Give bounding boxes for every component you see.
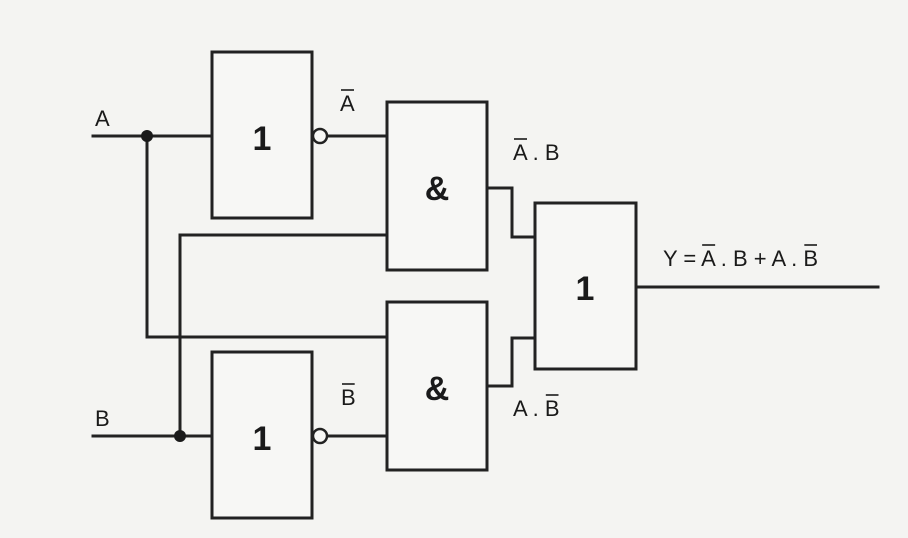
input-label-a: A [95, 106, 110, 131]
signal-a-bar-text: A [340, 91, 355, 116]
inverter-bubble-b [311, 427, 329, 445]
junction-a [141, 130, 153, 142]
wire-and-top-out [485, 186, 537, 239]
gate-not-b-symbol: 1 [253, 420, 272, 458]
wire-and-bottom-out [485, 336, 537, 388]
wires [91, 134, 880, 438]
gate-and-top: & [385, 100, 489, 272]
gate-and-bottom: & [385, 300, 489, 472]
gate-not-a: 1 [210, 50, 314, 220]
gate-or-symbol: 1 [576, 270, 595, 308]
gate-not-b: 1 [210, 350, 314, 520]
output-equation-text: Y = A . B + A . B [663, 246, 818, 271]
junction-b [174, 430, 186, 442]
gate-not-a-symbol: 1 [253, 120, 272, 158]
signal-and-bottom-out: A . B [513, 394, 560, 421]
signal-and-top-out: A . B [513, 138, 560, 165]
inverter-bubble-a [311, 127, 329, 145]
signal-b-bar: B [341, 383, 356, 410]
signal-and-top-text: A . B [513, 140, 560, 165]
signal-a-bar: A [340, 89, 355, 116]
gate-or: 1 [533, 201, 638, 371]
output-equation: Y = A . B + A . B [663, 244, 818, 271]
gate-and-top-symbol: & [425, 170, 450, 208]
signal-b-bar-text: B [341, 385, 356, 410]
input-label-b: B [95, 406, 110, 431]
gate-and-bottom-symbol: & [425, 370, 450, 408]
signal-and-bottom-text: A . B [513, 396, 560, 421]
